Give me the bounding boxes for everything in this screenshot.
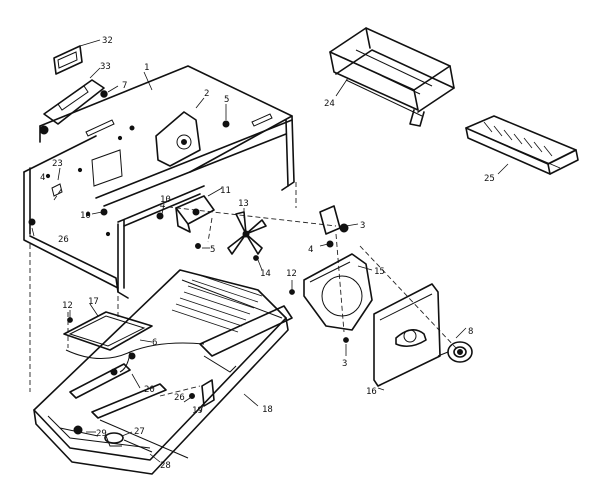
knob-assembly — [437, 341, 473, 363]
callout-14: 14 — [260, 269, 271, 279]
rear-panel — [373, 283, 441, 387]
callout-32: 32 — [102, 36, 113, 46]
callout-18: 18 — [262, 405, 273, 415]
callout-8: 8 — [468, 327, 473, 337]
fan-motor — [175, 195, 215, 233]
callout-20: 20 — [144, 385, 155, 395]
callout-labels: 32 33 7 1 2 5 24 25 23 4 10 10 11 13 3 4… — [40, 36, 495, 471]
fan-blade — [227, 211, 267, 255]
callout-17: 17 — [88, 297, 99, 307]
callout-5-mid: 5 — [210, 245, 215, 255]
callout-27: 27 — [134, 427, 145, 437]
capacitor-assembly — [73, 425, 153, 453]
callout-16: 16 — [366, 387, 377, 397]
callout-12-left: 12 — [62, 301, 73, 311]
drain-tray — [63, 311, 153, 351]
motor-mount-bracket — [155, 111, 201, 167]
callout-1: 1 — [144, 63, 149, 73]
callout-10-mid: 10 — [160, 195, 171, 205]
callout-4-left: 4 — [40, 173, 45, 183]
fan-shroud — [303, 253, 373, 331]
callout-29: 29 — [96, 429, 107, 439]
callout-5-top: 5 — [224, 95, 229, 105]
callout-33: 33 — [100, 62, 111, 72]
callout-13: 13 — [238, 199, 249, 209]
callout-26-left: 26 — [58, 235, 69, 245]
callout-4-right: 4 — [308, 245, 313, 255]
callout-24: 24 — [324, 99, 335, 109]
callout-6: 6 — [152, 338, 157, 348]
callout-15: 15 — [374, 267, 385, 277]
fasteners — [28, 90, 349, 343]
ice-tray — [465, 115, 579, 175]
callout-11: 11 — [220, 186, 231, 196]
callout-26-bottom: 26 — [174, 393, 185, 403]
callout-leaders — [31, 39, 509, 463]
callout-7: 7 — [122, 81, 127, 91]
callout-10-left: 10 — [80, 211, 91, 221]
callout-3-lower: 3 — [342, 359, 347, 369]
housing-frame — [23, 65, 295, 299]
wire-rack — [329, 27, 455, 127]
base-pan — [33, 269, 293, 475]
callout-3-upper: 3 — [360, 221, 365, 231]
callout-12-right: 12 — [286, 269, 297, 279]
callout-2: 2 — [204, 89, 209, 99]
callout-23: 23 — [52, 159, 63, 169]
mounting-bracket — [39, 45, 105, 135]
callout-19: 19 — [192, 406, 203, 416]
callout-25: 25 — [484, 174, 495, 184]
callout-28: 28 — [160, 461, 171, 471]
switch-bracket — [189, 379, 215, 407]
wire-harness — [65, 342, 205, 376]
